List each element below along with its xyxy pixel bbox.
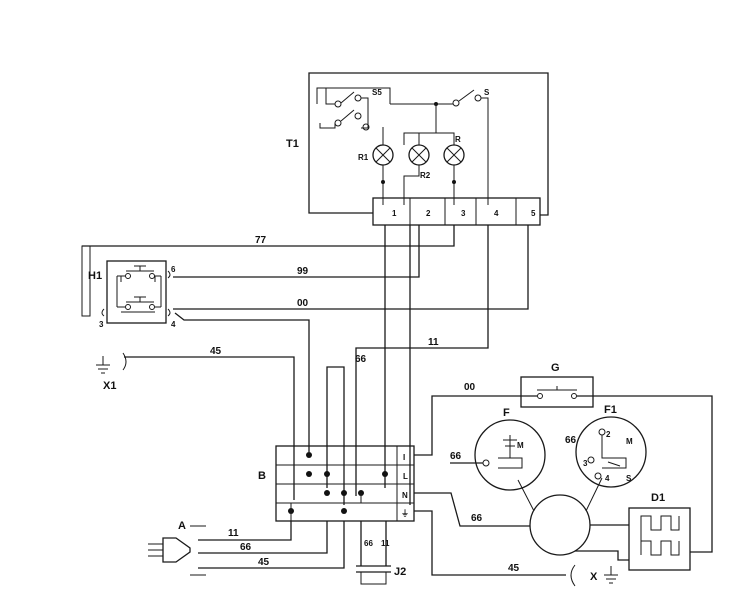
label-wire-00-g: 00 bbox=[464, 382, 476, 393]
label-d1: D1 bbox=[651, 492, 665, 504]
h1-terminal-3: 3 bbox=[99, 320, 104, 329]
label-a: A bbox=[178, 520, 186, 532]
label-wire-66-motor: 66 bbox=[471, 513, 483, 524]
label-g: G bbox=[551, 362, 560, 374]
h1-switch-block: H1 6 3 4 bbox=[81, 245, 176, 329]
t1-terminal-3: 3 bbox=[461, 209, 466, 218]
lamp-r1: R1 bbox=[358, 127, 394, 205]
label-wire-11-j2: 11 bbox=[381, 539, 390, 548]
thermostat-f: M F 66 bbox=[450, 407, 546, 491]
label-wire-11-b: 11 bbox=[428, 337, 439, 348]
wire-66-b: 66 bbox=[326, 354, 367, 505]
ground-x: 45 X bbox=[414, 510, 618, 587]
b-row-ground: ⏚ bbox=[401, 509, 409, 518]
f1-terminal-m: M bbox=[626, 437, 633, 446]
label-wire-66-j2: 66 bbox=[364, 539, 373, 548]
label-f1: F1 bbox=[604, 404, 617, 416]
motor: 66 bbox=[414, 477, 629, 561]
wire-h1-4-to-b bbox=[174, 312, 310, 452]
b-row-l: L bbox=[403, 472, 408, 481]
ground-x1: X1 45 bbox=[96, 346, 295, 500]
label-wire-45-plug: 45 bbox=[258, 557, 270, 568]
label-j2: J2 bbox=[394, 566, 406, 578]
label-x: X bbox=[590, 571, 598, 583]
wire-00-h1: 00 bbox=[173, 225, 529, 310]
label-h1: H1 bbox=[88, 270, 102, 282]
heater-d1: D1 bbox=[628, 492, 691, 571]
label-wire-66-b: 66 bbox=[355, 354, 367, 365]
f1-terminal-s: S bbox=[626, 474, 632, 483]
label-f: F bbox=[503, 407, 510, 419]
plug-a: A 11 66 45 bbox=[148, 520, 345, 576]
wire-77: 77 bbox=[82, 225, 455, 247]
h1-terminal-6: 6 bbox=[171, 265, 176, 274]
capacitor-j2: 66 11 J2 bbox=[356, 521, 406, 585]
label-r: R bbox=[455, 135, 461, 144]
label-wire-77: 77 bbox=[255, 235, 267, 246]
label-wire-45-x1: 45 bbox=[210, 346, 222, 357]
label-s: S bbox=[484, 88, 490, 97]
wire-99: 99 bbox=[173, 225, 420, 278]
lamp-r: R bbox=[443, 135, 465, 205]
label-b: B bbox=[258, 470, 266, 482]
label-wire-45-x: 45 bbox=[508, 563, 520, 574]
f1-terminal-3: 3 bbox=[583, 459, 588, 468]
relay-f1: 2 3 4 M S F1 66 bbox=[565, 404, 647, 488]
label-t1: T1 bbox=[286, 138, 299, 150]
t1-terminal-1: 1 bbox=[392, 209, 397, 218]
label-r2: R2 bbox=[420, 171, 431, 180]
label-r1: R1 bbox=[358, 153, 369, 162]
wire-11-b: 11 bbox=[355, 225, 489, 496]
b-row-i: I bbox=[403, 453, 405, 462]
label-wire-00-h1: 00 bbox=[297, 298, 309, 309]
label-wire-66-plug: 66 bbox=[240, 542, 252, 553]
b-row-n: N bbox=[402, 491, 408, 500]
label-wire-66-f1: 66 bbox=[565, 435, 577, 446]
wire-00-g: 00 bbox=[414, 382, 713, 553]
t1-control-box: T1 S5 S bbox=[286, 72, 549, 226]
t1-terminal-4: 4 bbox=[494, 209, 499, 218]
switch-s: S bbox=[362, 88, 490, 205]
terminal-block-b: B I L N ⏚ bbox=[258, 445, 415, 522]
f1-terminal-2: 2 bbox=[606, 430, 611, 439]
label-x1: X1 bbox=[103, 380, 116, 392]
t1-terminal-2: 2 bbox=[426, 209, 431, 218]
f1-terminal-4: 4 bbox=[605, 474, 610, 483]
lamp-r2: R2 bbox=[403, 132, 455, 205]
label-s5: S5 bbox=[372, 88, 382, 97]
label-wire-66-f: 66 bbox=[450, 451, 462, 462]
label-wire-99: 99 bbox=[297, 266, 309, 277]
switch-g: G bbox=[520, 362, 594, 408]
h1-terminal-4: 4 bbox=[171, 320, 176, 329]
f-mark-m: M bbox=[517, 441, 524, 450]
t1-terminal-5: 5 bbox=[531, 209, 536, 218]
switch-s5: S5 bbox=[316, 87, 391, 129]
label-wire-11-plug: 11 bbox=[228, 528, 239, 539]
t1-terminal-strip: 1 2 3 4 5 bbox=[372, 197, 541, 226]
